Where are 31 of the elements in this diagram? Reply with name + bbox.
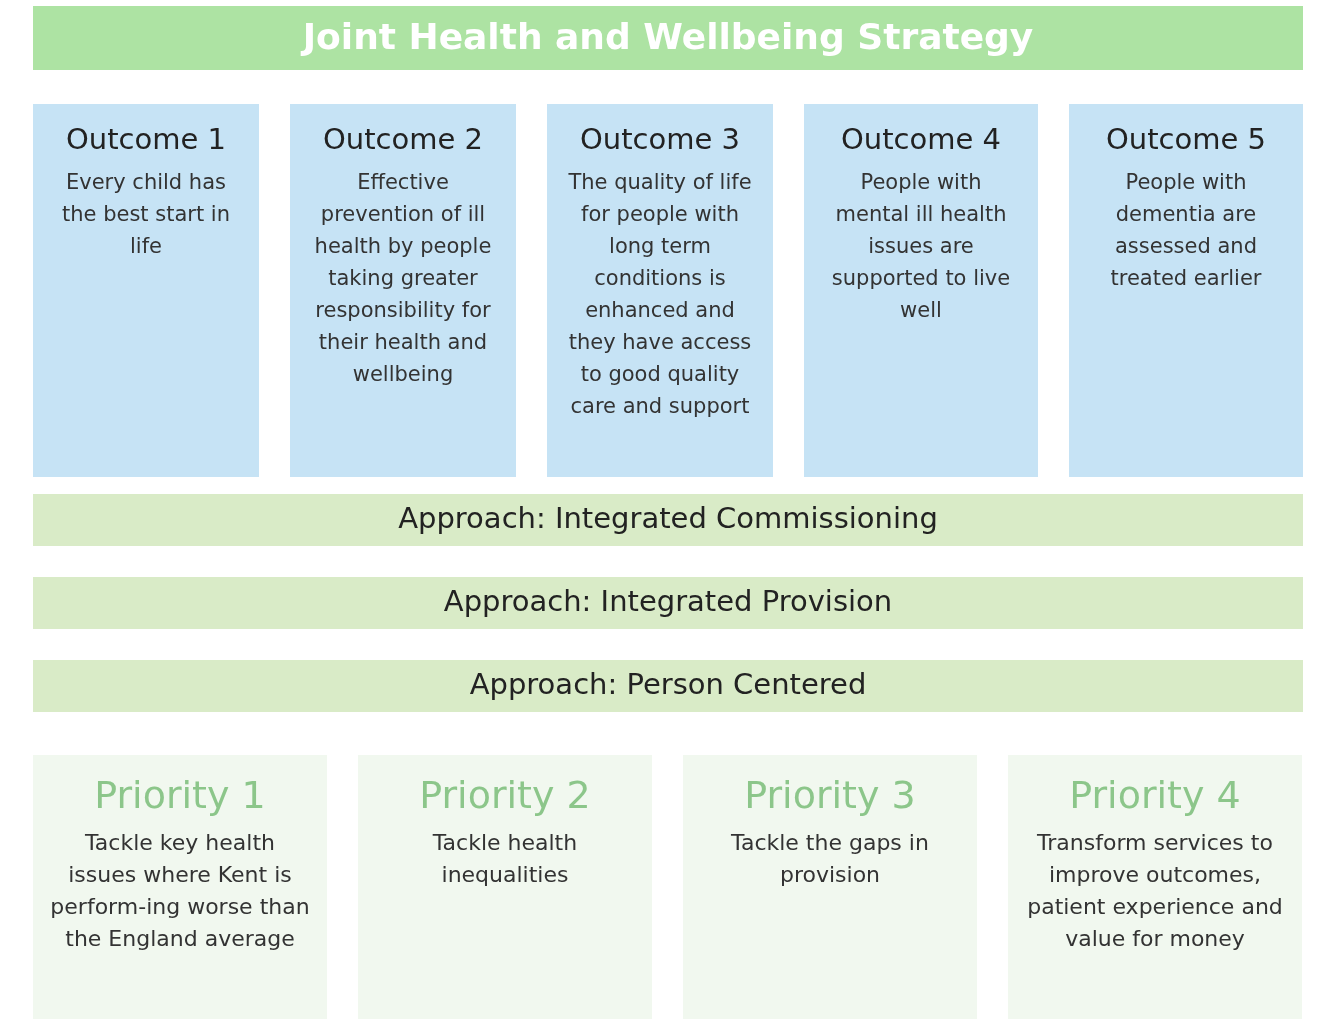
card-heading: Outcome 3 <box>580 122 740 156</box>
card-heading: Outcome 2 <box>323 122 483 156</box>
card-text: People with dementia are assessed and treated earlier <box>1109 169 1263 292</box>
outcome-card <box>547 104 773 477</box>
card-heading: Outcome 1 <box>66 122 226 156</box>
card-heading: Priority 1 <box>94 773 266 817</box>
card-text: Tackle health inequalities <box>431 829 579 889</box>
outcome-card <box>1069 104 1303 477</box>
card-text: Tackle key health issues where Kent is perform-ing worse than the England average <box>50 829 310 953</box>
card-text: Every child has the best start in life <box>61 169 231 260</box>
approach-band <box>33 660 1303 712</box>
card-heading: Priority 2 <box>419 773 591 817</box>
band-text: Approach: Person Centered <box>469 667 867 701</box>
approach-band <box>33 494 1303 546</box>
title-text: Joint Health and Wellbeing Strategy <box>302 16 1034 57</box>
outcome-card <box>290 104 516 477</box>
band-text: Approach: Integrated Commissioning <box>398 501 938 535</box>
card-text: Effective prevention of ill health by people taking greater responsibility for their health and wellbeing <box>313 169 493 388</box>
card-text: Tackle the gaps in provision <box>730 829 930 889</box>
card-heading: Priority 4 <box>1069 773 1241 817</box>
card-text: The quality of life for people with long term conditions is enhanced and they have access to good quality care and support <box>567 169 753 420</box>
card-heading: Outcome 4 <box>841 122 1001 156</box>
card-heading: Priority 3 <box>744 773 916 817</box>
title-band <box>33 6 1303 70</box>
band-text: Approach: Integrated Provision <box>443 584 893 618</box>
outcome-card <box>33 104 259 477</box>
card-text: People with mental ill health issues are supported to live well <box>830 169 1012 324</box>
card-heading: Outcome 5 <box>1106 122 1266 156</box>
card-text: Transform services to improve outcomes, patient experience and value for money <box>1026 829 1284 953</box>
approach-band <box>33 577 1303 629</box>
outcome-card <box>804 104 1038 477</box>
